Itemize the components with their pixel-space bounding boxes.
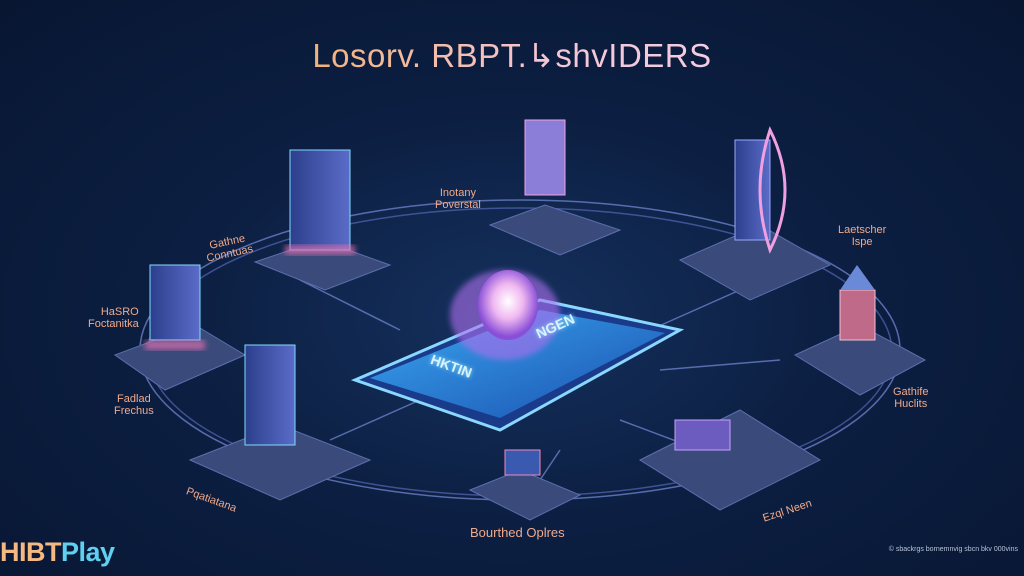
platform <box>488 204 622 256</box>
platform <box>793 324 927 396</box>
glowing-orb <box>478 270 538 340</box>
brand-logo: HIBTPlay <box>0 537 115 567</box>
platform <box>678 224 832 301</box>
footer-text: © sbackrgs bornemnvig sbcn bkv 000vins <box>888 546 1018 553</box>
center-device <box>350 270 685 432</box>
node-towers <box>145 119 876 476</box>
platform <box>468 469 582 521</box>
page-title: Losorv. RBPT.↳shvIDERS <box>312 37 712 74</box>
node-label: Bourthed Oplres <box>470 525 565 540</box>
